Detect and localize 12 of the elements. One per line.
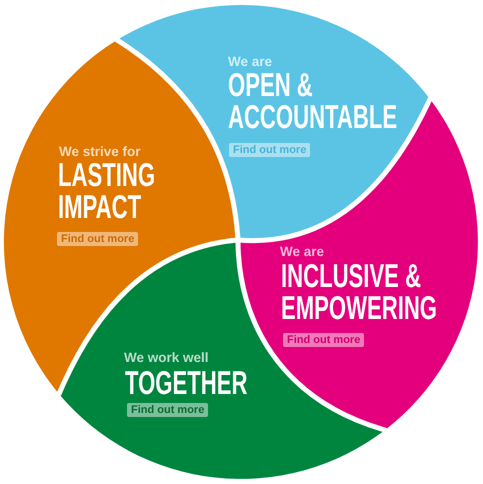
heading: OPEN & ACCOUNTABLE (228, 69, 398, 133)
intro-text: We are (280, 244, 324, 260)
intro-text: We are (228, 54, 272, 70)
heading: INCLUSIVE & EMPOWERING (281, 260, 438, 324)
heading: TOGETHER (125, 367, 248, 399)
link-button: Find out more (283, 333, 364, 347)
link-button: Find out more (127, 403, 208, 417)
heading: LASTING IMPACT (58, 159, 156, 223)
intro-text: We strive for (59, 144, 141, 160)
intro-text: We work well (124, 350, 209, 366)
link-button: Find out more (57, 232, 138, 246)
link-button: Find out more (229, 143, 310, 157)
